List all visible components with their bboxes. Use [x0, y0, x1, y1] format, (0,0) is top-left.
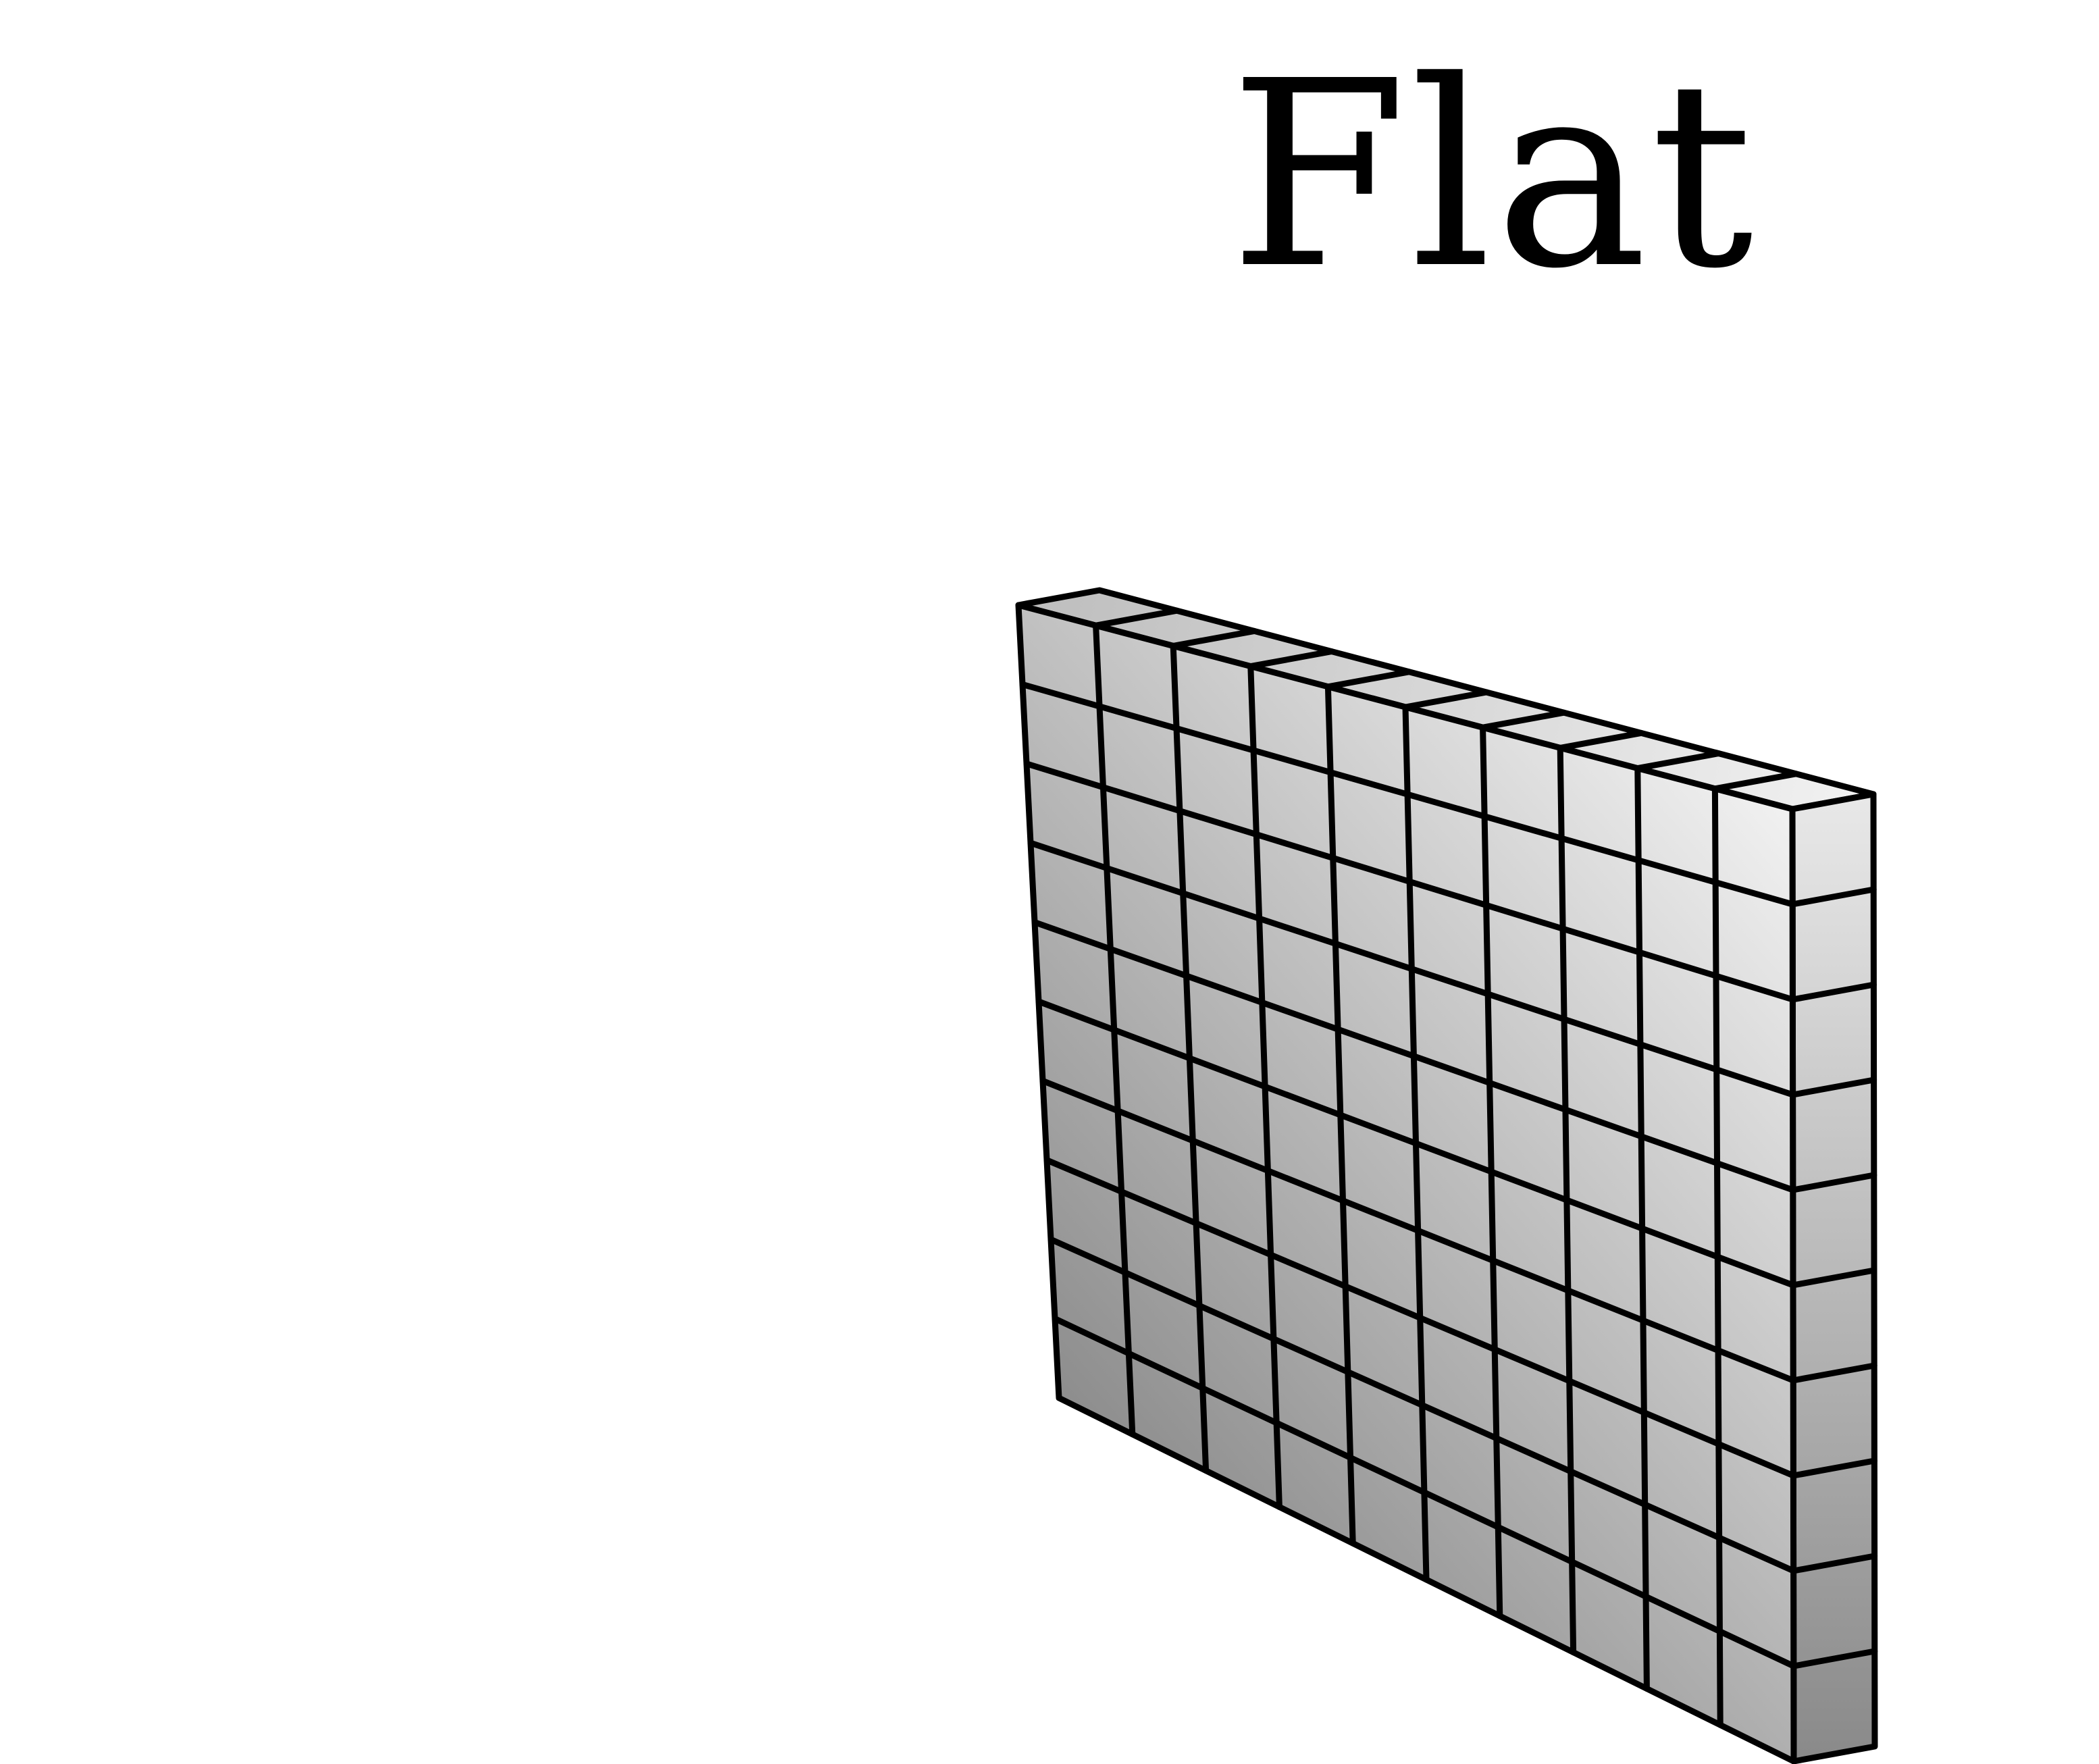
side-face-divider [1790, 1553, 1878, 1574]
side-face-divider [1790, 1076, 1877, 1098]
grid-column-line [1170, 642, 1210, 1474]
top-face-divider [1711, 771, 1799, 792]
grid-column-line [1557, 744, 1577, 1656]
front-face-surface [1015, 602, 1797, 1764]
side-face-divider [1790, 1648, 1878, 1669]
right-side-face [1789, 791, 1878, 1764]
grid-column-line [1634, 765, 1650, 1692]
grid-column-line [1247, 663, 1282, 1510]
grid-column-line [1402, 704, 1430, 1583]
top-face-divider [1480, 709, 1567, 731]
grid-column-line [1480, 724, 1503, 1619]
top-face-divider [1324, 669, 1412, 690]
top-face-divider [1093, 607, 1181, 629]
side-face-divider [1790, 1172, 1877, 1193]
top-face-divider [1170, 627, 1258, 649]
top-face-divider [1247, 648, 1335, 670]
top-face-divider [1634, 750, 1722, 772]
side-face-divider [1789, 886, 1877, 908]
grid-column-line [1711, 785, 1724, 1728]
top-face-divider [1402, 689, 1490, 710]
side-face-divider [1790, 1457, 1877, 1479]
grid-column-line [1093, 622, 1136, 1438]
grid-column-line [1324, 683, 1356, 1547]
side-face-divider [1790, 1267, 1877, 1289]
top-face-divider [1557, 729, 1644, 751]
front-face [1015, 602, 1797, 1764]
figure-title: Flat [1229, 26, 1757, 325]
side-face-divider [1789, 981, 1877, 1003]
side-face-divider [1790, 1362, 1877, 1384]
